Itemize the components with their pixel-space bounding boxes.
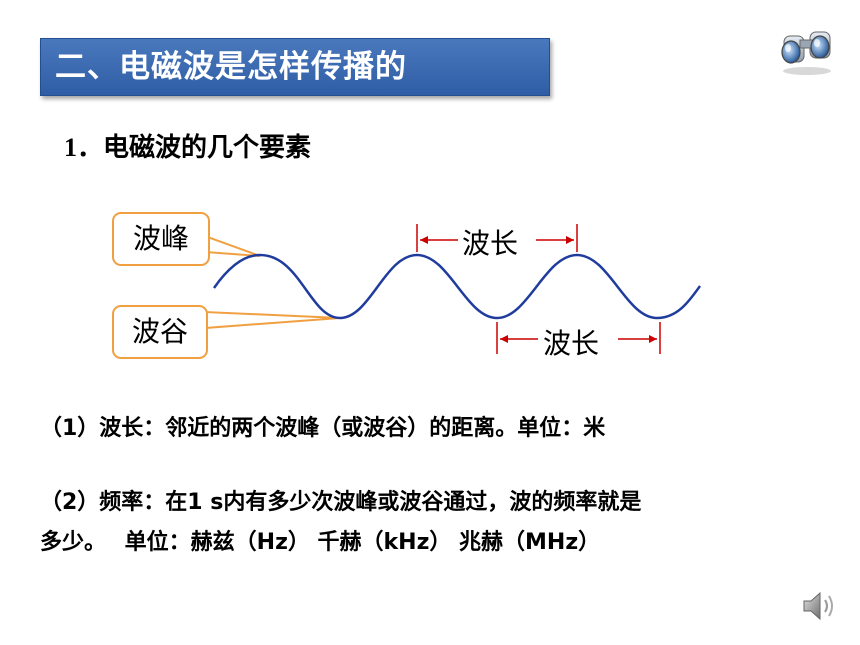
- heading-number: 1．: [64, 133, 104, 162]
- heading-text: 电磁波的几个要素: [103, 133, 312, 163]
- frequency-definition-line1: （2）频率：在1 s内有多少次波峰或波谷通过，波的频率就是: [40, 490, 642, 515]
- title-bar: 二、电磁波是怎样传播的: [40, 38, 550, 96]
- section-heading: 1．电磁波的几个要素: [64, 127, 311, 164]
- wave-curve: [212, 253, 702, 320]
- binoculars-icon[interactable]: [776, 22, 838, 76]
- peak-callout-pointer: [204, 234, 261, 257]
- wavelength-label-bottom: 波长: [540, 322, 603, 362]
- wavelength-definition: （1）波长：邻近的两个波峰（或波谷）的距离。单位：米: [40, 416, 606, 441]
- trough-callout-pointer: [204, 310, 341, 330]
- wavelength-label-top: 波长: [459, 222, 522, 262]
- trough-callout: 波谷: [112, 305, 208, 359]
- page-title: 二、电磁波是怎样传播的: [55, 49, 407, 85]
- frequency-definition-line2: 多少。 单位：赫兹（Hz） 千赫（kHz） 兆赫（MHz）: [40, 530, 601, 555]
- speaker-icon[interactable]: [800, 588, 840, 624]
- peak-callout: 波峰: [112, 212, 210, 266]
